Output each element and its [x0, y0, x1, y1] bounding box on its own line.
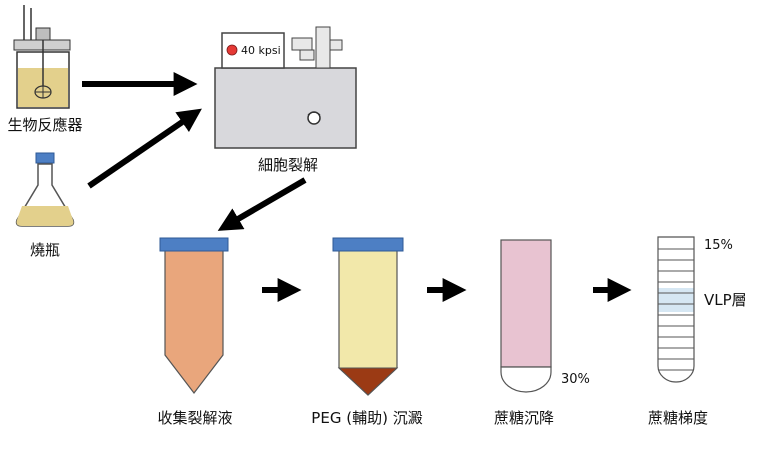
- machine-body: [214, 67, 357, 149]
- sucrose-sedimentation-label: 蔗糖沉降: [493, 409, 555, 427]
- gradient-top-percent: 15%: [704, 238, 733, 253]
- bioreactor-impeller-blade: [35, 86, 51, 98]
- peg-tube-icon: [332, 237, 404, 396]
- peg-pellet: [337, 367, 399, 396]
- machine-outlet: [329, 39, 343, 51]
- machine-pressure-readout: 40 kpsi: [241, 44, 281, 57]
- bioreactor-icon: [13, 5, 71, 109]
- sucrose-cushion: [500, 239, 552, 368]
- machine-valve-lower: [299, 49, 315, 61]
- flask-label: 燒瓶: [29, 241, 61, 259]
- machine-knob-arc: [307, 111, 321, 116]
- lysate-tube-icon: [159, 237, 229, 394]
- flask-icon: [15, 152, 75, 227]
- bioreactor-label: 生物反應器: [7, 116, 83, 134]
- arrow-flask-to-lysis: [87, 108, 202, 189]
- lysate-tube-body: [164, 249, 224, 394]
- peg-tube-cap: [332, 237, 404, 252]
- machine-indicator-light: [226, 44, 238, 56]
- sucrose-gradient-label: 蔗糖梯度: [647, 409, 709, 427]
- bioreactor-motor: [35, 27, 51, 41]
- flask-cap: [35, 152, 55, 164]
- arrow-lysis-to-collect: [217, 177, 307, 231]
- gradient-tube-icon: [657, 236, 695, 383]
- gradient-tube-outline: [657, 236, 695, 383]
- collect-lysate-label: 收集裂解液: [157, 409, 233, 427]
- machine-column: [315, 26, 331, 69]
- sucrose-tube-bottom: [500, 366, 552, 393]
- peg-precipitation-label: PEG (輔助) 沉澱: [311, 409, 423, 427]
- bioreactor-lid: [13, 39, 71, 51]
- sucrose-bottom-percent: 30%: [561, 372, 590, 387]
- vlp-band: [658, 288, 694, 312]
- machine-valve: [291, 37, 313, 51]
- flask-medium: [16, 206, 74, 226]
- cell-lysis-label: 細胞裂解: [257, 156, 319, 174]
- vlp-band-label: VLP層: [704, 291, 747, 309]
- lysate-tube-cap: [159, 237, 229, 252]
- sucrose-tube-icon: [500, 239, 552, 393]
- homogenizer-icon: 40 kpsi: [214, 26, 357, 149]
- gradient-layer-lines: [658, 248, 694, 371]
